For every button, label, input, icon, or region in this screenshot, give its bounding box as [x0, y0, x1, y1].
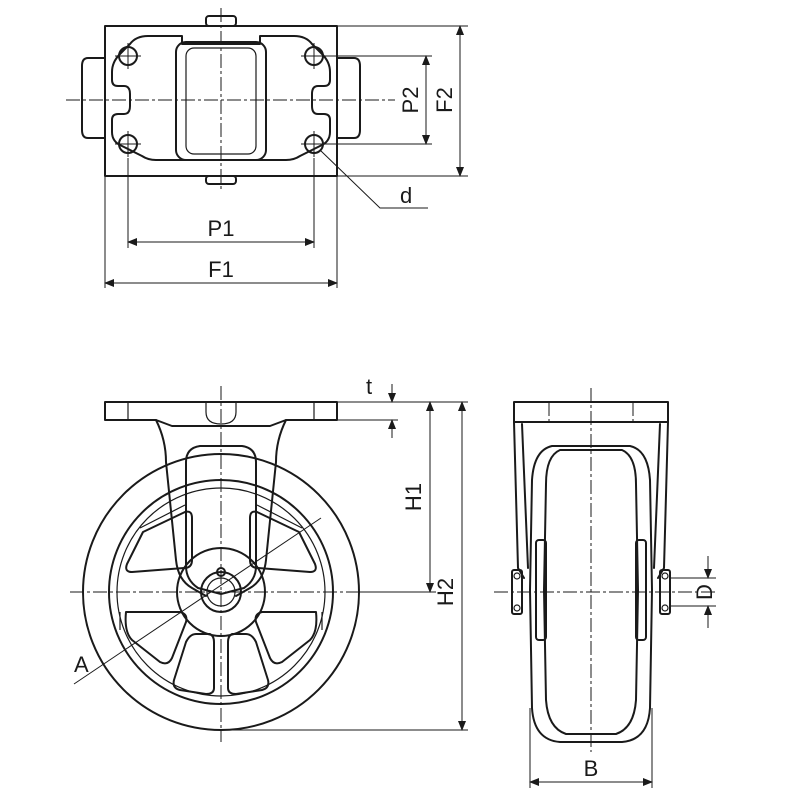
- label-f2: F2: [432, 87, 457, 113]
- label-t: t: [366, 374, 372, 399]
- label-a: A: [74, 652, 89, 677]
- label-d-axle: D: [692, 584, 717, 600]
- side-view: t H1 H2 A: [70, 374, 468, 742]
- label-p1: P1: [208, 216, 235, 241]
- front-view: D B: [494, 388, 717, 788]
- label-p2: P2: [398, 87, 423, 114]
- label-f1: F1: [208, 257, 234, 282]
- label-b: B: [584, 756, 599, 781]
- label-d-hole: d: [400, 183, 412, 208]
- top-view: P1 F1 P2 F2 d: [66, 8, 468, 288]
- label-h1: H1: [401, 483, 426, 511]
- wheel-spokes: [119, 504, 323, 695]
- label-h2: H2: [433, 578, 458, 606]
